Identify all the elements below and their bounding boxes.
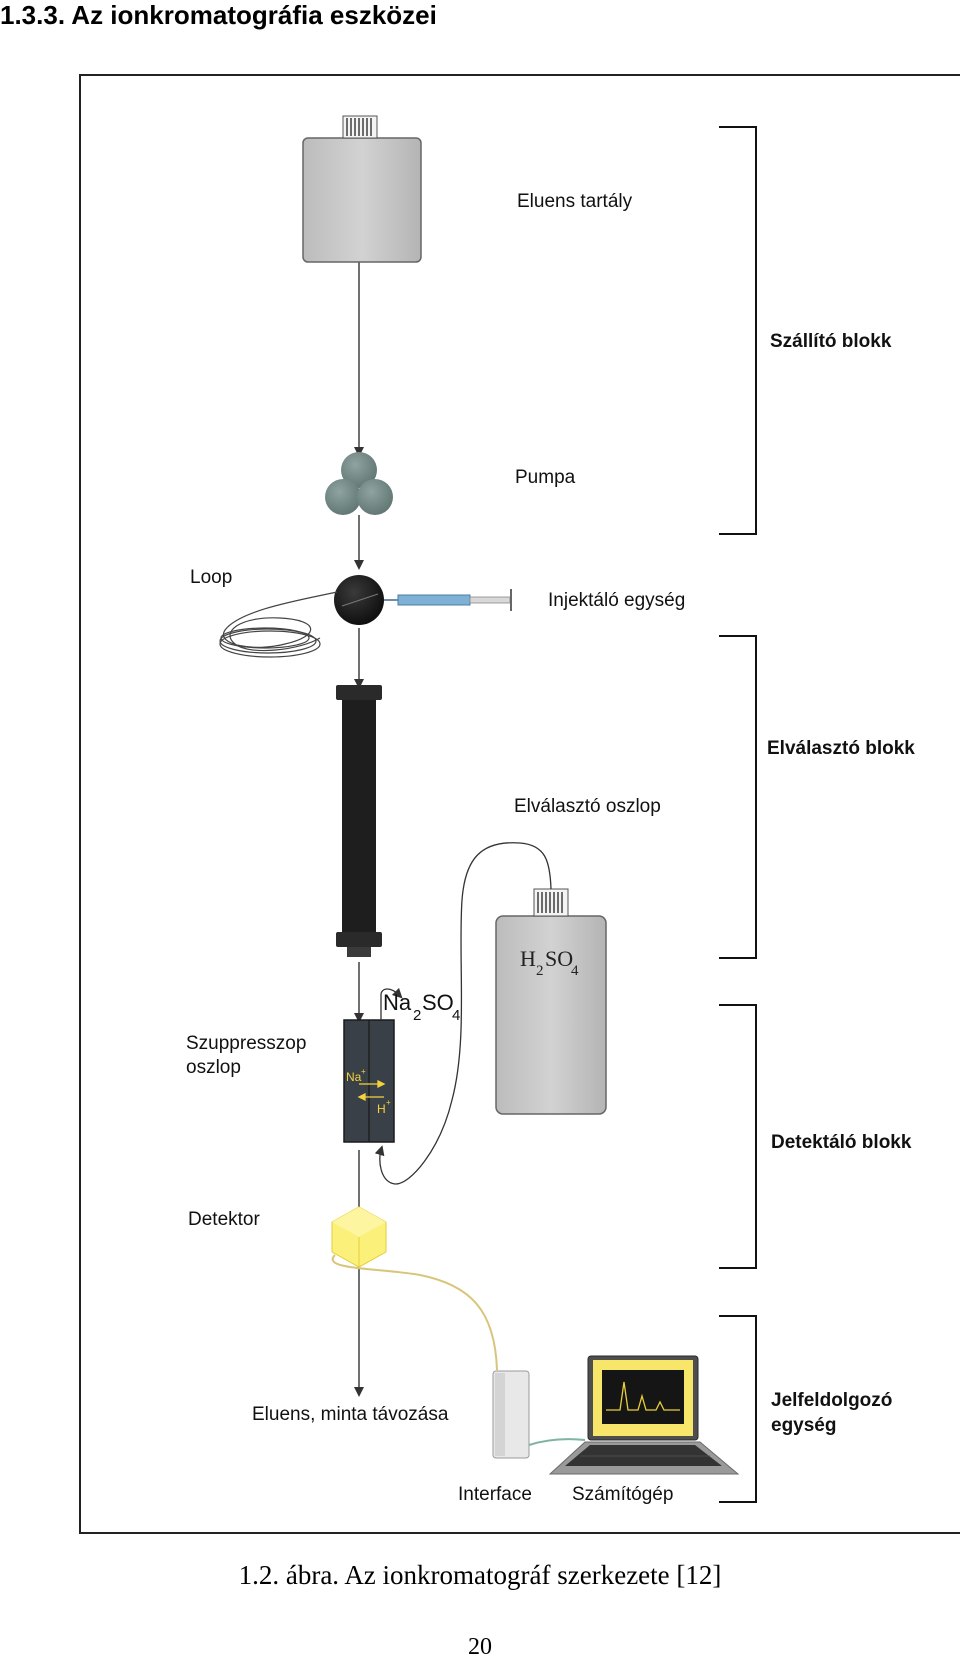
svg-text:+: + xyxy=(386,1098,391,1107)
bracket-processing xyxy=(719,1315,757,1503)
label-block-processing-line1: Jelfeldolgozó xyxy=(771,1390,892,1411)
bracket-detection xyxy=(719,1004,757,1269)
formula-na2so4: Na 2 SO 4 xyxy=(383,990,460,1024)
sample-loop-coil xyxy=(219,591,338,658)
bracket-delivery xyxy=(719,126,757,535)
svg-text:2: 2 xyxy=(536,963,544,979)
separation-column xyxy=(336,685,382,957)
data-cable xyxy=(528,1438,586,1446)
bracket-separation xyxy=(719,635,757,959)
label-injector: Injektáló egység xyxy=(548,590,685,611)
label-na-ion: Na xyxy=(346,1070,362,1084)
regenerant-tube xyxy=(374,842,552,1185)
svg-text:H: H xyxy=(520,946,536,971)
ion-labels: Na + H + xyxy=(346,1067,391,1116)
label-block-detection: Detektáló blokk xyxy=(771,1132,912,1153)
svg-text:Na: Na xyxy=(383,990,412,1015)
label-interface: Interface xyxy=(458,1484,532,1505)
figure-frame xyxy=(79,74,960,1534)
svg-text:+: + xyxy=(361,1067,366,1076)
syringe-icon xyxy=(384,589,512,611)
label-separator-column: Elválasztó oszlop xyxy=(514,796,661,817)
detector-icon xyxy=(331,1206,387,1268)
page-number: 20 xyxy=(468,1634,492,1660)
waste-outlet-arrow xyxy=(380,987,403,1020)
label-outlet: Eluens, minta távozása xyxy=(252,1404,449,1425)
figure-caption: 1.2. ábra. Az ionkromatográf szerkezete … xyxy=(238,1560,722,1590)
svg-text:4: 4 xyxy=(571,963,579,979)
detector-cable xyxy=(331,1254,498,1371)
regenerant-tank xyxy=(495,888,607,1115)
label-detector: Detektor xyxy=(188,1209,260,1230)
svg-text:4: 4 xyxy=(452,1007,460,1024)
laptop-icon xyxy=(548,1355,740,1475)
svg-text:2: 2 xyxy=(413,1007,421,1024)
label-suppressor-line1: Szuppresszop xyxy=(186,1033,306,1054)
label-computer: Számítógép xyxy=(572,1484,673,1505)
label-eluent-tank: Eluens tartály xyxy=(517,191,633,212)
label-suppressor-line2: oszlop xyxy=(186,1057,241,1078)
suppressor-column xyxy=(343,1019,395,1143)
section-heading: 1.3.3. Az ionkromatográfia eszközei xyxy=(0,0,437,30)
label-h-ion: H xyxy=(377,1102,386,1116)
formula-h2so4: H 2 SO 4 xyxy=(520,946,579,979)
eluent-tank xyxy=(302,115,422,263)
ion-exchange-arrows xyxy=(357,1079,386,1102)
svg-text:SO: SO xyxy=(422,990,454,1015)
label-loop: Loop xyxy=(190,567,232,588)
svg-text:SO: SO xyxy=(545,946,573,971)
label-block-processing-line2: egység xyxy=(771,1415,836,1436)
interface-box xyxy=(492,1370,530,1459)
label-block-separation: Elválasztó blokk xyxy=(767,738,915,759)
ion-chromatograph-diagram: Eluens tartály Pumpa Loop Injektáló egys… xyxy=(186,115,915,1505)
pump-icon xyxy=(325,452,393,515)
label-block-delivery: Szállító blokk xyxy=(770,331,892,352)
label-pump: Pumpa xyxy=(515,467,576,488)
injection-valve xyxy=(334,575,384,625)
